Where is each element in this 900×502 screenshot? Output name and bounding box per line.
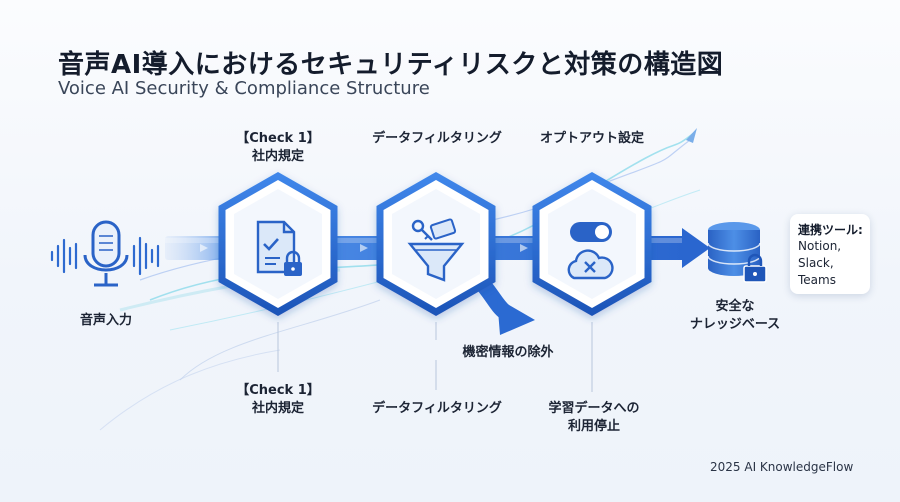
callout-item-slack: Slack, (798, 256, 834, 270)
integration-callout: 連携ツール: Notion, Slack, Teams (790, 214, 870, 294)
top-label-check1: 【Check 1】 社内規定 (228, 130, 328, 166)
filter-key-card-icon (407, 218, 465, 282)
callout-item-notion: Notion, (798, 239, 842, 253)
callout-title: 連携ツール: (798, 223, 863, 237)
top-label-optout: オプトアウト設定 (539, 131, 644, 146)
hex-opt-out (532, 171, 652, 317)
bottom-label-check1: 【Check 1】 社内規定 (228, 382, 328, 418)
exclude-label: 機密情報の除外 (462, 345, 554, 360)
top-label-filtering: データフィルタリング (372, 131, 502, 146)
bottom-check1-line1: 【Check 1】 (236, 383, 320, 398)
bottom-stop-line2: 利用停止 (567, 419, 620, 434)
top-check1-line1: 【Check 1】 (236, 131, 320, 146)
database-lock-icon (707, 222, 767, 283)
bottom-stop-line1: 学習データへの (548, 401, 640, 416)
sound-wave-icon (50, 236, 160, 276)
kb-label: 安全な ナレッジベース (680, 298, 790, 334)
microphone-icon (83, 220, 129, 287)
toggle-cloud-icon (567, 222, 614, 280)
kb-label-line2: ナレッジベース (689, 317, 781, 332)
kb-label-line1: 安全な (715, 299, 755, 314)
trend-arrowhead (686, 128, 697, 143)
bottom-check1-line2: 社内規定 (251, 401, 304, 416)
connector-lines (277, 322, 593, 392)
top-check1-line2: 社内規定 (251, 149, 304, 164)
page-title: 音声AI導入におけるセキュリティリスクと対策の構造図 (58, 50, 724, 80)
voice-input-label: 音声入力 (79, 313, 132, 328)
bottom-label-stop: 学習データへの 利用停止 (536, 400, 652, 436)
footer-credit: 2025 AI KnowledgeFlow (710, 460, 854, 474)
callout-item-teams: Teams (798, 273, 836, 287)
page-subtitle: Voice AI Security & Compliance Structure (58, 78, 430, 99)
document-lock-icon (256, 220, 302, 276)
bottom-label-filtering: データフィルタリング (372, 401, 502, 416)
